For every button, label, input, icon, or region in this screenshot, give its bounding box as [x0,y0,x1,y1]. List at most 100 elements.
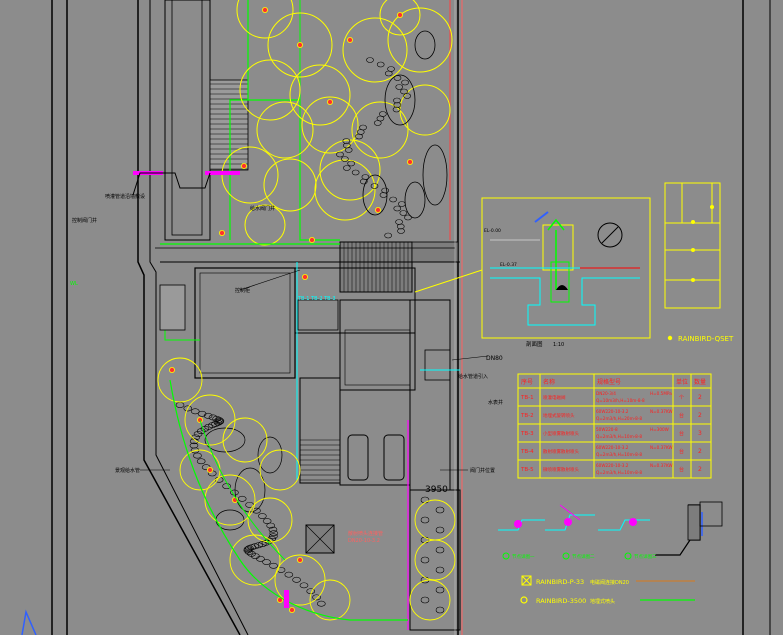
stepping-stone [269,533,278,540]
plan-note-right2: 水表井 [488,399,503,406]
valve-elevation: RAINBIRD-QSET [664,182,734,343]
table-header-cell: 单位 [676,378,688,386]
sprinkler-coverage-rings-north [221,0,453,246]
legend-valve-symbol [521,575,532,586]
sprinkler-ring [247,497,293,543]
stepping-stone [342,138,351,144]
table-cell-spec-extra: H=300W [650,427,669,432]
plan-small-label: WL [70,281,78,287]
pump-callout: TB-1 TB-2 TB-3 [297,296,336,302]
detail3-label: 节点详图三 [634,553,657,560]
stepping-stone [347,160,355,167]
sprinkler-head [288,607,295,614]
sprinkler-heads [168,7,413,614]
sprinkler-ring [387,7,453,73]
plan-note-bottom-center: 散射喷头连接管 [348,530,383,537]
sprinkler-ring [351,101,409,159]
sprinkler-ring [319,139,381,201]
paving-hatch-lines [210,83,248,170]
stepping-stone [189,438,199,445]
detail-frame [481,197,651,339]
stepping-stone [370,183,379,189]
sprinkler-head [296,557,303,564]
sprinkler-ring [267,12,333,78]
stepping-stone [389,196,397,203]
pipe-south-branch [199,419,286,561]
sprinkler-riser [547,218,565,231]
table-cell-spec-extra: H=0.5MPa [650,391,672,396]
detail2-fitting [564,518,572,526]
stepping-stone [376,61,385,68]
table-cell-unit: 个 [679,395,684,401]
pipe-south-loop [169,379,408,621]
legend-head-code: RAINBIRD-3500 [536,597,586,605]
sprinkler-head [346,37,353,44]
table-cell-spec-extra: N=0.37KW [650,463,673,468]
table-cell-qty: 2 [698,448,702,455]
table-cell-spec2: Q=10m3/h,H=10m-8-8 [596,398,645,403]
sprinkler-head [308,236,315,243]
stepping-stone [435,506,445,514]
stepping-stone [284,571,294,578]
car-2 [383,434,405,481]
table-cell-name: 喷灌电磁阀 [543,394,566,401]
table-cell-qty: 2 [698,412,702,419]
sprinkler-ring [259,449,301,491]
stepping-stone [384,70,393,77]
west-planter-hatch [159,284,186,331]
level-bottom: EL-0.37 [500,262,517,268]
lawn-edge-west [229,0,249,240]
sprinkler-ring [239,59,301,121]
rock-outline [257,436,283,474]
stepping-stone [203,412,213,419]
sprinkler-ring [342,17,408,83]
stair-hatch-lines [343,242,409,292]
stepping-stone [262,518,272,524]
stepping-stone [373,120,382,126]
plan-note-left2: 控制阀门井 [72,217,97,224]
leader-center [239,269,301,291]
sprinkler-ring [274,554,326,606]
stepping-stone [193,452,202,459]
leader-dn [451,355,489,361]
stepping-stone [269,530,279,537]
legend-valve-desc: 电磁阀连接DN20 [590,579,629,586]
level-top: EL-0.00 [484,228,501,234]
stepping-stone [256,555,265,562]
table-cell-unit: 台 [679,448,684,455]
stepping-stone [393,97,401,104]
stepping-stone [193,431,203,437]
dimension-label: 3950 [425,485,448,495]
plan-note-bottom-center2: DN20-10-3.2 [348,538,380,544]
sprinkler-ring [314,159,376,221]
sprinkler-ring [236,0,294,39]
rock-outline [234,467,266,513]
table-header-cell: 规格型号 [597,378,621,386]
legend: RAINBIRD-P-33 电磁阀连接DN20 RAINBIRD-3500 地埋… [520,575,695,605]
table-cell-spec: 60W220-10-3.2 [596,463,629,468]
sprinkler-ring [229,534,281,586]
sprinkler-head [206,466,213,473]
paving-hatch-block [209,79,249,171]
stepping-stone [393,205,402,212]
legend-valve-x2 [521,575,532,586]
stepping-stone [435,586,445,594]
sprinkler-ring [256,101,314,159]
sprinkler-ring [414,539,456,581]
sprinkler-head [326,99,333,106]
stepping-stone [269,562,278,569]
legend-valve-code: RAINBIRD-P-33 [536,578,584,586]
stepping-stone [266,522,276,529]
valve-cover-icon [597,222,623,248]
site-plan: 喷灌管道沿墙敷设 控制阀门井 给水阀门井 控制柜 TB-1 TB-2 TB-3 … [70,0,503,635]
stepping-stone [361,174,370,180]
table-cell-name: 地埋式旋转喷头 [543,412,575,419]
table-cell-name: 微喷喷雾散射喷头 [543,466,579,473]
leader-to-detail [414,269,483,293]
stepping-stone [401,79,409,86]
sprinkler-ring [244,204,286,246]
stepping-stone [317,600,326,607]
table-cell-unit: 台 [679,412,684,419]
